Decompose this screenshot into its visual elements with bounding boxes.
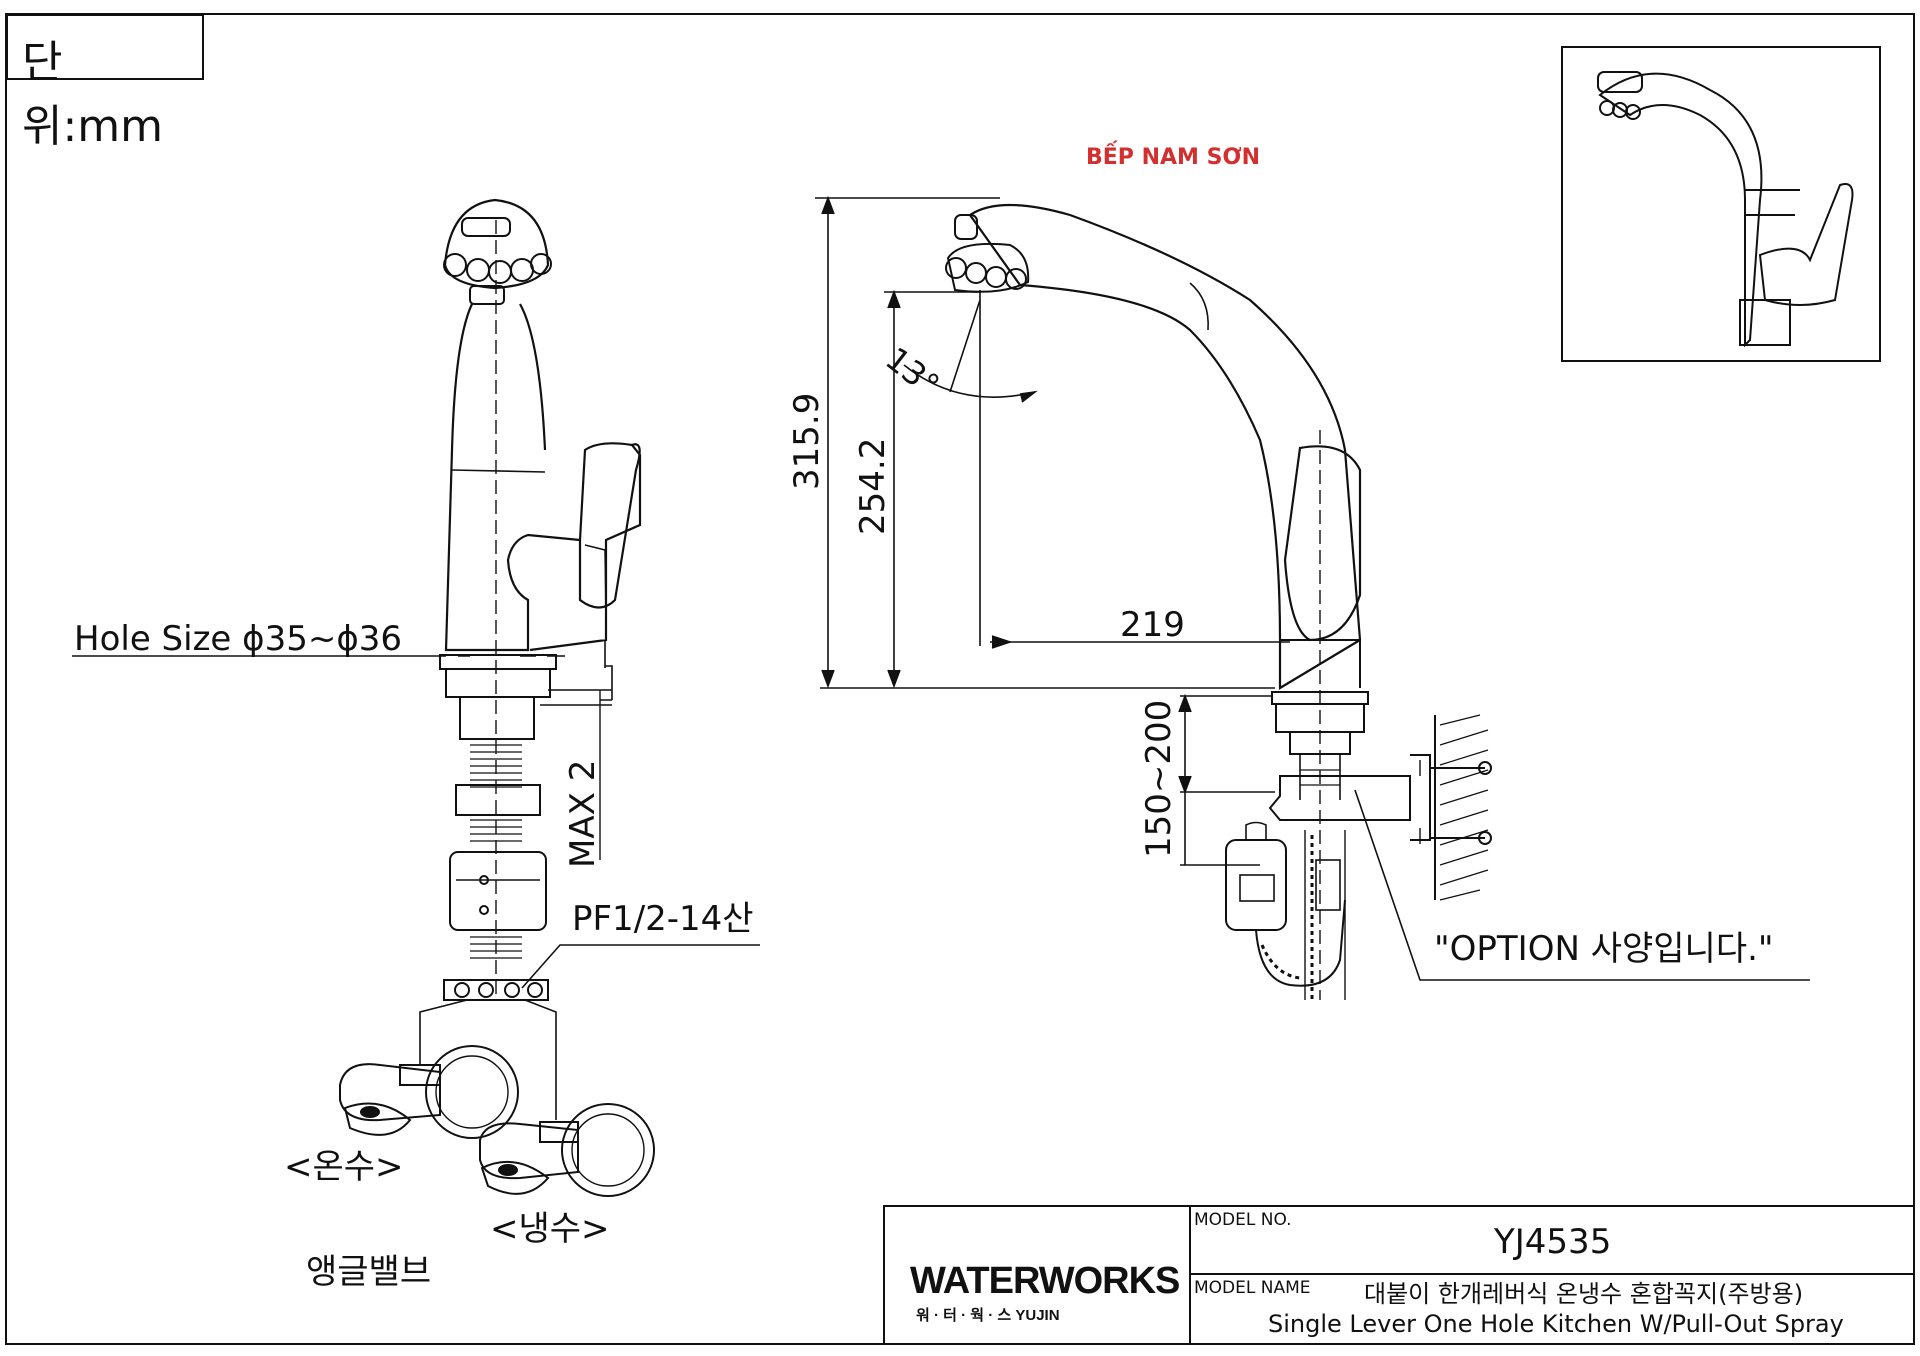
watermark-text: BẾP NAM SƠN — [1086, 145, 1261, 170]
option-note: "OPTION 사양입니다." — [1434, 929, 1774, 969]
hot-water-label: <온수> — [284, 1147, 404, 1187]
unit-label: 단위:mm — [6, 14, 204, 152]
waterworks-logo: WATERWORKS — [910, 1260, 1180, 1302]
model-name-english: Single Lever One Hole Kitchen W/Pull-Out… — [1268, 1310, 1844, 1338]
side-view-dimensions — [815, 195, 1290, 866]
logo-subtitle: 워 · 터 · 웍 · 스 YUJIN — [916, 1307, 1060, 1324]
max-label: MAX 2 — [563, 759, 603, 868]
hot-angle-valve — [339, 1045, 519, 1139]
wall-bracket — [1268, 714, 1492, 901]
model-no-value: YJ4535 — [1494, 1222, 1612, 1262]
side-view-faucet — [945, 203, 1369, 1000]
total-height-label: 315.9 — [787, 392, 827, 490]
title-block — [883, 1205, 1915, 1345]
mount-range-label: 150~200 — [1139, 699, 1179, 858]
reach-label: 219 — [1120, 605, 1185, 645]
option-leader — [1354, 789, 1810, 981]
faucet-thumbnail — [1561, 46, 1881, 362]
option-valve-assembly — [1225, 821, 1346, 1000]
model-no-label: MODEL NO. — [1194, 1210, 1292, 1230]
spout-height-label: 254.2 — [853, 437, 893, 535]
angle-valve-label: 앵글밸브 — [306, 1252, 432, 1292]
model-name-label: MODEL NAME — [1194, 1278, 1311, 1298]
drawing-border — [5, 13, 1915, 1345]
cold-angle-valve — [479, 1103, 655, 1197]
model-name-korean: 대붙이 한개레버식 온냉수 혼합꼭지(주방용) — [1364, 1280, 1804, 1308]
hole-size-dimension — [72, 640, 613, 860]
hole-size-label: Hole Size ϕ35~ϕ36 — [74, 619, 403, 659]
front-view-faucet — [419, 198, 642, 1120]
pf-leader — [521, 944, 760, 989]
pf-label: PF1/2-14산 — [572, 899, 754, 939]
cold-water-label: <냉수> — [490, 1209, 610, 1249]
